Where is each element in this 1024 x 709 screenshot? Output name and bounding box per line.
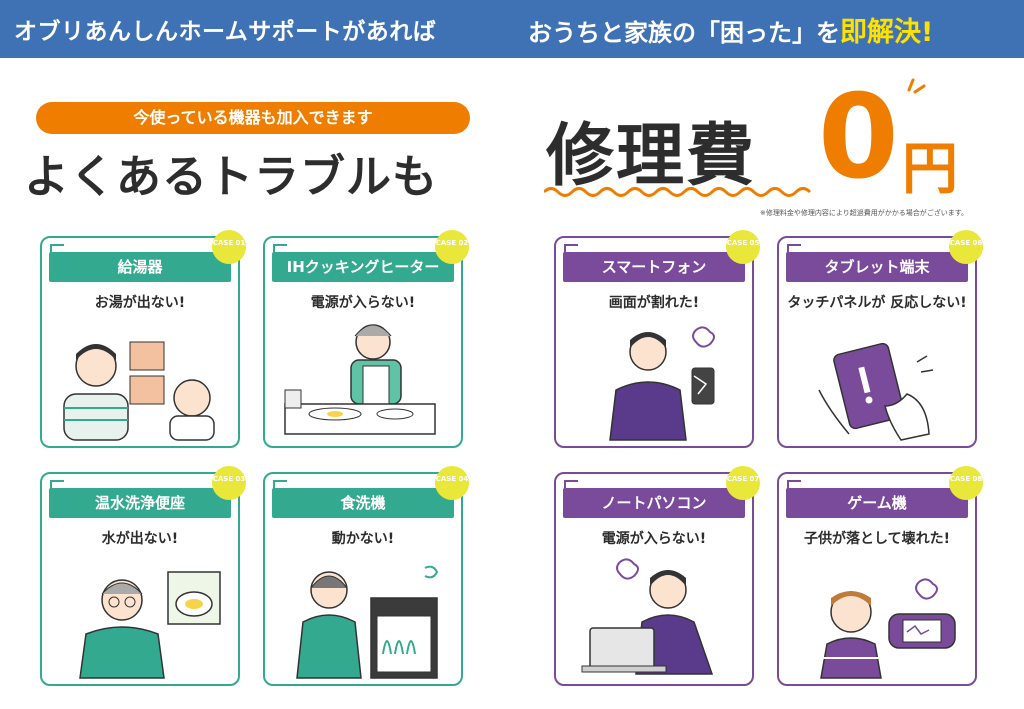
- card-title: 温水洗浄便座: [49, 488, 231, 518]
- case-badge: CASE 06: [949, 230, 983, 264]
- main-headline: よくあるトラブルも: [24, 150, 439, 203]
- case-card-smartphone: スマートフォン CASE 05 画面が割れた!: [554, 230, 760, 448]
- water-heater-illustration: [63, 341, 215, 441]
- case-badge: CASE 04: [435, 466, 469, 500]
- case-card-ih-cooktop: IHクッキングヒーター CASE 02 電源が入らない!: [263, 230, 469, 448]
- zero-digit: 0: [818, 70, 899, 205]
- case-badge: CASE 02: [435, 230, 469, 264]
- card-corner: [50, 480, 64, 490]
- card-title: 給湯器: [49, 252, 231, 282]
- case-badge: CASE 03: [212, 466, 246, 500]
- yen-label: 円: [902, 137, 958, 202]
- dishwasher-illustration: [296, 565, 439, 679]
- game-console-illustration: [820, 578, 956, 679]
- card-title: ゲーム機: [786, 488, 968, 518]
- banner-left-text: オブリあんしんホームサポートがあれば: [14, 19, 437, 45]
- card-title: 食洗機: [272, 488, 454, 518]
- tablet-illustration: [818, 342, 934, 441]
- card-description: 電源が入らない!: [601, 531, 707, 547]
- footnote: ※修理料金や修理内容により超過費用がかかる場合がございます。: [760, 209, 969, 217]
- card-description: 水が出ない!: [101, 531, 179, 547]
- card-title: IHクッキングヒーター: [272, 252, 454, 282]
- card-description: お湯が出ない!: [94, 295, 186, 311]
- case-card-game-console: ゲーム機 CASE 08 子供が落として壊れた!: [777, 466, 983, 686]
- card-title: タブレット端末: [786, 252, 968, 282]
- case-card-water-heater: 給湯器 CASE 01 お湯が出ない!: [40, 230, 246, 448]
- case-badge: CASE 08: [949, 466, 983, 500]
- card-corner: [787, 480, 801, 490]
- card-description: 動かない!: [331, 531, 395, 547]
- laptop-illustration: [581, 558, 714, 675]
- toilet-seat-illustration: [79, 571, 221, 679]
- card-corner: [273, 480, 287, 490]
- case-card-tablet: タブレット端末 CASE 06 タッチパネルが 反応しない!: [777, 230, 983, 448]
- card-corner: [787, 244, 801, 254]
- case-card-laptop: ノートパソコン CASE 07 電源が入らない!: [554, 466, 760, 686]
- smartphone-illustration: [609, 326, 715, 441]
- case-card-dishwasher: 食洗機 CASE 04 動かない!: [263, 466, 469, 686]
- sparkle-icon: [907, 78, 926, 94]
- banner-right-main: おうちと家族の「困った」を: [528, 19, 840, 47]
- repair-cost-label: 修理費: [546, 117, 757, 196]
- card-corner: [50, 244, 64, 254]
- card-corner: [564, 244, 578, 254]
- card-corner: [564, 480, 578, 490]
- banner-right-highlight: 即解決!: [840, 17, 934, 48]
- case-badge: CASE 05: [726, 230, 760, 264]
- ih-cooktop-illustration: [284, 324, 436, 435]
- banner-right-text: おうちと家族の「困った」を即解決!: [528, 10, 933, 49]
- card-description: 電源が入らない!: [310, 295, 416, 311]
- case-badge: CASE 01: [212, 230, 246, 264]
- case-card-toilet-seat: 温水洗浄便座 CASE 03 水が出ない!: [40, 466, 246, 686]
- top-banner: オブリあんしんホームサポートがあれば おうちと家族の「困った」を即解決!: [0, 0, 1024, 58]
- wavy-underline: [544, 187, 812, 197]
- case-badge: CASE 07: [726, 466, 760, 500]
- card-corner: [273, 244, 287, 254]
- subheading-pill: 今使っている機器も加入できます: [36, 102, 470, 134]
- card-description: 子供が落として壊れた!: [804, 531, 950, 547]
- card-title: ノートパソコン: [563, 488, 745, 518]
- card-title: スマートフォン: [563, 252, 745, 282]
- card-description: 画面が割れた!: [608, 295, 700, 311]
- card-description: タッチパネルが 反応しない!: [787, 295, 967, 311]
